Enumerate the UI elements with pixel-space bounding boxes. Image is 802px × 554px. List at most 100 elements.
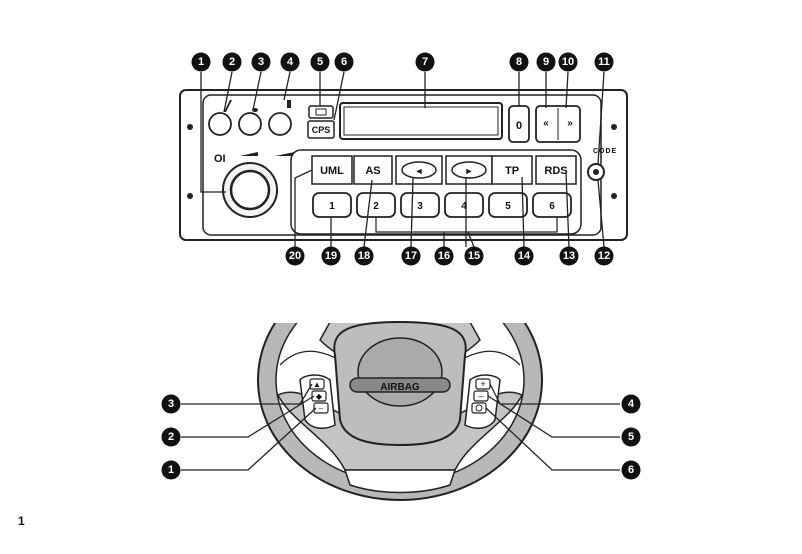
tone-button-4[interactable]	[268, 100, 292, 136]
function-button-label: ◄	[415, 166, 424, 176]
mount-hole	[611, 193, 617, 199]
preset-button-6[interactable]: 6	[532, 192, 572, 218]
callout-7: 7	[415, 52, 435, 72]
mount-hole	[611, 124, 617, 130]
steering-button-1[interactable]	[313, 402, 329, 414]
callout-number: 2	[229, 56, 235, 68]
preset-button-label: 3	[417, 201, 423, 212]
callout-4: 4	[280, 52, 300, 72]
radio-display	[339, 102, 503, 140]
callout-2: 2	[222, 52, 242, 72]
callout-9: 9	[536, 52, 556, 72]
mount-hole	[187, 124, 193, 130]
wheel-callout-2: 2	[161, 427, 181, 447]
callout-number: 15	[468, 250, 480, 262]
callout-12: 12	[594, 246, 614, 266]
zero-icon	[475, 404, 483, 412]
radio-leaders-bottom	[294, 169, 605, 248]
tone-wedge-icon	[275, 152, 295, 156]
callout-number: 6	[628, 464, 634, 476]
tone-wedge-icon	[240, 152, 258, 156]
preset-button-4[interactable]: 4	[444, 192, 484, 218]
preset-button-1[interactable]: 1	[312, 192, 352, 218]
rewind-icon: «	[543, 118, 549, 129]
preset-button-label: 5	[505, 201, 511, 212]
preset-button-label: 1	[329, 201, 335, 212]
callout-number: 17	[405, 250, 417, 262]
callout-number: 3	[258, 56, 264, 68]
wheel-callout-4: 4	[621, 394, 641, 414]
wheel-callout-3: 3	[161, 394, 181, 414]
cassette-button[interactable]	[308, 105, 334, 119]
callout-number: 20	[289, 250, 301, 262]
function-button-label: RDS	[544, 165, 567, 177]
cps-button[interactable]	[307, 120, 335, 139]
callout-number: 2	[168, 431, 174, 443]
callout-16: 16	[434, 246, 454, 266]
callout-number: 5	[317, 56, 323, 68]
callout-number: 5	[628, 431, 634, 443]
zero-label: 0	[516, 120, 522, 132]
callout-3: 3	[251, 52, 271, 72]
callout-19: 19	[321, 246, 341, 266]
wheel-lower-opening	[343, 469, 457, 494]
preset-button-2[interactable]: 2	[356, 192, 396, 218]
minus-icon: –	[478, 391, 483, 401]
preset-button-label: 2	[373, 201, 379, 212]
function-button-2[interactable]: AS	[353, 155, 393, 185]
preset-button-3[interactable]: 3	[400, 192, 440, 218]
up-arrow-icon: ▲	[313, 380, 321, 389]
function-button-6[interactable]: RDS	[535, 155, 577, 185]
function-button-3[interactable]: ◄	[395, 155, 443, 185]
callout-number: 4	[628, 398, 635, 410]
cps-label: CPS	[312, 125, 331, 135]
code-led-icon	[593, 169, 599, 175]
callout-number: 6	[341, 56, 347, 68]
callout-17: 17	[401, 246, 421, 266]
function-button-1[interactable]: UML	[311, 155, 353, 185]
callout-number: 19	[325, 250, 337, 262]
wheel-callout-6: 6	[621, 460, 641, 480]
minus-icon: –	[319, 404, 324, 413]
tone-button-3[interactable]	[238, 108, 262, 136]
function-button-label: AS	[365, 165, 380, 177]
callout-10: 10	[558, 52, 578, 72]
steering-button-3[interactable]	[309, 378, 325, 390]
wheel-callout-5: 5	[621, 427, 641, 447]
callout-15: 15	[464, 246, 484, 266]
airbag-plate	[349, 377, 451, 393]
wheel-leaders	[181, 383, 620, 471]
callout-8: 8	[509, 52, 529, 72]
fast-forward-icon: »	[567, 118, 573, 129]
steering-button-2[interactable]	[311, 390, 327, 402]
function-button-label: UML	[320, 165, 344, 177]
steering-wheel: AIRBAG ▲ ◆ – + –	[257, 320, 543, 501]
callout-20: 20	[285, 246, 305, 266]
airbag-emblem	[357, 337, 443, 407]
radio-leaders-top	[200, 71, 605, 193]
callout-number: 1	[198, 56, 204, 68]
callout-number: 9	[543, 56, 549, 68]
tone-button-2[interactable]	[208, 100, 232, 136]
preset-button-label: 4	[461, 201, 467, 212]
callout-number: 12	[598, 250, 610, 262]
function-button-5[interactable]: TP	[491, 155, 533, 185]
wheel-callout-1: 1	[161, 460, 181, 480]
mount-hole	[187, 193, 193, 199]
preset-button-5[interactable]: 5	[488, 192, 528, 218]
mode-icon: ◆	[316, 392, 323, 401]
radio-unit: OI CPS 0 « » CODE	[179, 89, 628, 241]
callout-number: 11	[598, 56, 610, 68]
preset-button-label: 6	[549, 201, 555, 212]
airbag-label: AIRBAG	[380, 382, 420, 393]
callout-number: 4	[287, 56, 294, 68]
plus-icon: +	[480, 379, 485, 389]
music-note-icon	[287, 100, 291, 108]
function-button-4[interactable]: ►	[445, 155, 493, 185]
callout-5: 5	[310, 52, 330, 72]
cassette-icon	[315, 108, 327, 116]
function-button-label: ►	[465, 166, 474, 176]
volume-label: OI	[214, 153, 226, 165]
volume-knob[interactable]	[229, 169, 271, 211]
